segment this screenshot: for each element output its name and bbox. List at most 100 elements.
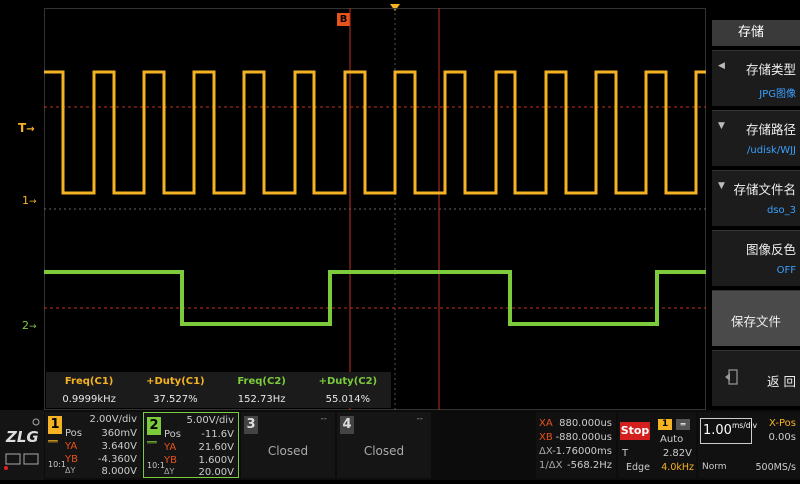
ch2-ground-marker[interactable]: 2→: [22, 319, 37, 332]
menu-item-storage-path[interactable]: ▼ 存储路径 /udisk/WJJ: [712, 110, 800, 166]
measurement-panel: Freq(C1) +Duty(C1) Freq(C2) +Duty(C2) 0.…: [46, 372, 391, 408]
channel-2-badge: 2: [147, 417, 161, 435]
meas-header-freq-c1: Freq(C1): [64, 375, 114, 387]
ch3-state: Closed: [267, 444, 309, 458]
coupling-dc-icon: ══: [48, 437, 58, 446]
menu-item-value: OFF: [776, 265, 796, 276]
ch2-yb: 1.600V: [198, 455, 234, 466]
menu-item-value: dso_3: [766, 205, 796, 216]
cursor-xa-label: XA: [539, 418, 553, 429]
ch2-scale: 5.00V/div: [186, 415, 234, 426]
svg-text:ZLG: ZLG: [5, 428, 39, 446]
meas-header-freq-c2: Freq(C2): [237, 375, 286, 387]
ch1-ya: 3.640V: [101, 441, 137, 452]
chevron-down-icon: ▼: [718, 121, 725, 131]
channel-3-panel[interactable]: 3 -- Closed: [241, 412, 335, 478]
trigger-mode: Auto: [660, 434, 684, 445]
channel-3-badge: 3: [244, 416, 258, 434]
channel-1-badge: 1: [48, 416, 62, 434]
channel-4-badge: 4: [340, 416, 354, 434]
ch2-marker-label: 2: [22, 319, 29, 332]
ch4-scale: --: [416, 414, 424, 424]
ch2-dy-label: ΔY: [164, 467, 175, 476]
menu-item-storage-type[interactable]: ◀ 存储类型 JPG图像: [712, 50, 800, 106]
ch1-yb-label: YB: [65, 454, 78, 465]
graticule: [44, 8, 706, 410]
trigger-type: Edge: [626, 462, 650, 473]
menu-item-label: 存储类型: [745, 62, 796, 77]
ch1-dy-label: ΔY: [65, 466, 76, 475]
meas-header-duty-c2: +Duty(C2): [318, 375, 378, 387]
chevron-down-icon: ▼: [718, 181, 725, 191]
meas-value-duty-c2: 55.014%: [325, 393, 371, 405]
menu-item-back[interactable]: 返 回: [712, 350, 800, 406]
menu-item-file-name[interactable]: ▼ 存储文件名 dso_3: [712, 170, 800, 226]
ch2-pos-label: Pos: [164, 429, 182, 440]
menu-title: 存储: [712, 20, 800, 46]
ch4-state: Closed: [363, 444, 405, 458]
ch1-waveform: [44, 70, 706, 195]
ch1-marker-label: 1: [22, 194, 29, 207]
trigger-source-badge: 1: [658, 419, 672, 430]
channel-2-panel[interactable]: 2 5.00V/div Pos -11.6V ══ YA 21.60V YB 1…: [143, 412, 239, 478]
waveform-display[interactable]: T→ 1→ 2→ B Freq(C1) +Duty(C1) Freq(C2) +…: [0, 0, 706, 410]
cursor-inv: -568.2Hz: [566, 460, 612, 471]
ch1-pos: 360mV: [101, 428, 137, 439]
chevron-left-icon: ◀: [718, 61, 725, 71]
cursor-xb: -880.000us: [555, 432, 612, 443]
cursor-xa: 880.000us: [559, 418, 612, 429]
run-stop-button[interactable]: Stop: [620, 422, 650, 440]
timebase-unit: ms/div: [732, 421, 758, 430]
menu-item-label: 保存文件: [730, 314, 781, 329]
cursor-dx: -1.76000ms: [552, 446, 612, 457]
xpos-value: 0.00s: [768, 432, 796, 443]
meas-value-freq-c2: 152.73Hz: [237, 393, 286, 405]
ch2-ya-label: YA: [164, 442, 177, 453]
trigger-level-marker[interactable]: T→: [18, 121, 35, 135]
ch1-yb: -4.360V: [97, 454, 137, 465]
coupling-dc-icon: ══: [147, 438, 157, 447]
xpos-label: X-Pos: [769, 418, 796, 429]
ch2-probe: 10:1: [147, 461, 165, 470]
timebase-panel[interactable]: 1.00 ms/div X-Pos 0.00s Norm 500MS/s: [698, 412, 800, 478]
ch1-pos-label: Pos: [65, 428, 83, 439]
ch3-scale: --: [320, 414, 328, 424]
back-icon: [725, 369, 738, 385]
menu-item-label: 存储路径: [745, 122, 796, 137]
menu-item-value: /udisk/WJJ: [747, 145, 796, 156]
ch2-dy: 20.00V: [198, 467, 234, 478]
ch1-ground-marker[interactable]: 1→: [22, 194, 37, 207]
cursor-dx-label: ΔX: [539, 446, 553, 457]
menu-item-label: 存储文件名: [733, 182, 796, 197]
cursor-b-marker[interactable]: B: [337, 13, 350, 26]
status-bar: ZLG 1 2.00V/div Pos 360mV ══ YA 3.640V Y…: [0, 410, 800, 480]
storage-menu: 存储 ◀ 存储类型 JPG图像 ▼ 存储路径 /udisk/WJJ ▼ 存储文件…: [706, 0, 800, 410]
timebase-number: 1.00: [703, 423, 732, 438]
trigger-panel[interactable]: Stop 1 ═ Auto T 2.82V Edge 4.0kHz: [618, 412, 696, 478]
ch1-scale: 2.00V/div: [89, 414, 137, 425]
ch1-ya-label: YA: [65, 441, 78, 452]
channel-1-panel[interactable]: 1 2.00V/div Pos 360mV ══ YA 3.640V YB -4…: [45, 412, 141, 478]
trigger-position-arrow[interactable]: [390, 4, 400, 11]
ch1-dy: 8.000V: [101, 466, 137, 477]
trigger-edge-icon: ═: [676, 419, 690, 430]
meas-value-freq-c1: 0.9999kHz: [62, 393, 116, 405]
ch2-yb-label: YB: [164, 455, 177, 466]
cursor-inv-label: 1/ΔX: [539, 460, 563, 471]
ch2-waveform: [44, 270, 706, 326]
trigger-label: T: [18, 121, 27, 135]
trigger-level: 2.82V: [662, 448, 692, 459]
channel-4-panel[interactable]: 4 -- Closed: [337, 412, 431, 478]
menu-item-value: JPG图像: [759, 89, 796, 100]
trigger-t-label: T: [622, 448, 629, 459]
sample-rate: 500MS/s: [755, 462, 796, 473]
ch2-ya: 21.60V: [198, 442, 234, 453]
menu-item-save-file[interactable]: 保存文件: [712, 290, 800, 346]
meas-value-duty-c1: 37.527%: [153, 393, 198, 405]
menu-item-invert-image[interactable]: 图像反色 OFF: [712, 230, 800, 286]
timebase-value[interactable]: 1.00 ms/div: [700, 418, 758, 444]
meas-header-duty-c1: +Duty(C1): [146, 375, 205, 387]
zlg-logo-icon: ZLG: [4, 418, 40, 470]
ch2-pos: -11.6V: [201, 429, 234, 440]
ch1-probe: 10:1: [48, 460, 66, 469]
